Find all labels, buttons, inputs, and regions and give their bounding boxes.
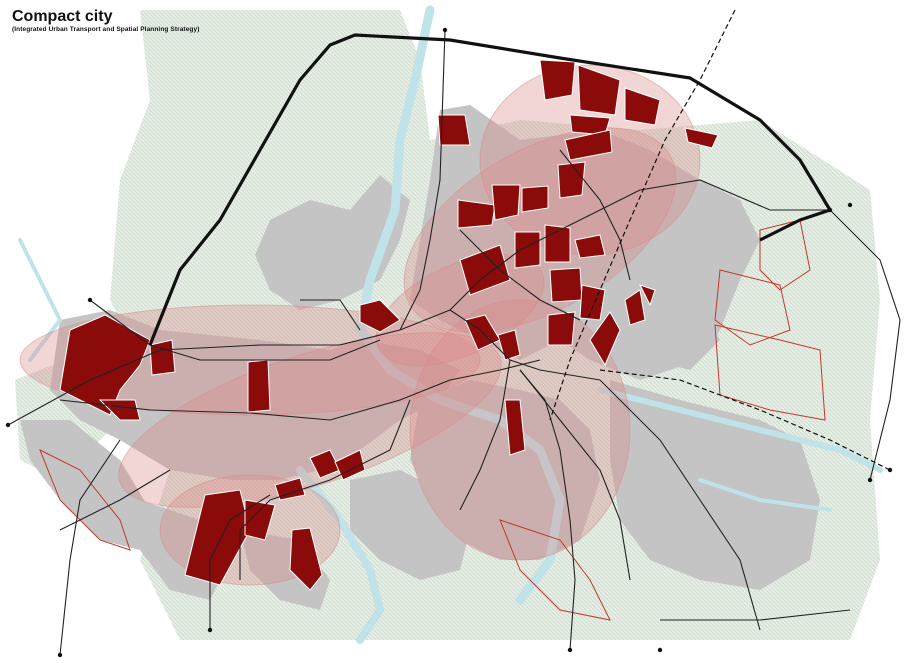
development-block [504, 399, 526, 456]
development-block [684, 127, 719, 149]
river [18, 238, 62, 362]
development-block [497, 329, 521, 361]
river [296, 466, 384, 644]
street [459, 229, 581, 321]
road-endpoint [442, 27, 448, 33]
development-block [334, 449, 366, 481]
street [559, 149, 631, 281]
river [698, 478, 832, 512]
development-block [244, 499, 276, 541]
road-endpoint [57, 652, 63, 658]
ring-road [148, 33, 832, 346]
development-block [639, 284, 656, 307]
development-block [274, 477, 306, 501]
street-layer [7, 29, 901, 656]
railway [549, 9, 736, 421]
development-block [574, 234, 606, 259]
development-block [589, 311, 621, 367]
railway [599, 369, 891, 471]
street [59, 359, 541, 421]
river [597, 387, 883, 473]
road-endpoint [867, 477, 873, 483]
development-block [514, 231, 541, 269]
street [519, 369, 631, 581]
street [459, 359, 511, 511]
development-block [521, 185, 549, 213]
development-block [624, 289, 646, 326]
development-block [98, 399, 141, 421]
street [239, 399, 411, 580]
street [300, 299, 361, 331]
street [209, 494, 271, 630]
development-block [547, 311, 576, 346]
road-endpoint [87, 297, 93, 303]
development-block [149, 339, 176, 376]
road-endpoint [887, 467, 893, 473]
road-endpoint [567, 647, 573, 653]
street [449, 179, 830, 311]
development-block [457, 199, 496, 229]
street [89, 299, 381, 361]
title-block: Compact city (Integrated Urban Transport… [12, 8, 199, 34]
road-endpoint-layer [5, 27, 893, 658]
development-block [289, 527, 323, 591]
street [399, 29, 446, 331]
development-block [564, 129, 613, 161]
built-area [350, 470, 470, 580]
development-block [544, 224, 571, 263]
river-layer [18, 5, 883, 644]
street [59, 469, 171, 531]
built-area [640, 280, 720, 370]
reserve-area [499, 519, 611, 621]
development-block [184, 489, 251, 586]
street [660, 609, 851, 621]
street [829, 209, 901, 481]
river [355, 5, 565, 605]
road-endpoint [847, 202, 853, 208]
street [59, 439, 121, 656]
development-block [549, 267, 583, 303]
road-endpoint [827, 207, 833, 213]
development-block [437, 114, 471, 146]
street [519, 369, 576, 651]
road-endpoint [5, 422, 11, 428]
road-endpoint [207, 627, 213, 633]
development-block [579, 284, 606, 321]
development-block [247, 359, 271, 413]
map-subtitle: (Integrated Urban Transport and Spatial … [12, 26, 200, 33]
map-title: Compact city [12, 8, 113, 25]
railway-layer [549, 9, 891, 471]
development-block [557, 161, 586, 199]
development-block [359, 299, 401, 333]
development-block [59, 314, 151, 416]
density-zone [118, 332, 502, 508]
development-block [459, 244, 511, 296]
development-block [577, 64, 621, 116]
development-block [491, 184, 521, 221]
reserve-area [39, 448, 131, 551]
road-endpoint [657, 647, 663, 653]
development-block [624, 87, 661, 126]
development-block [539, 59, 576, 101]
street [599, 379, 761, 631]
ring-road-layer [148, 33, 832, 346]
